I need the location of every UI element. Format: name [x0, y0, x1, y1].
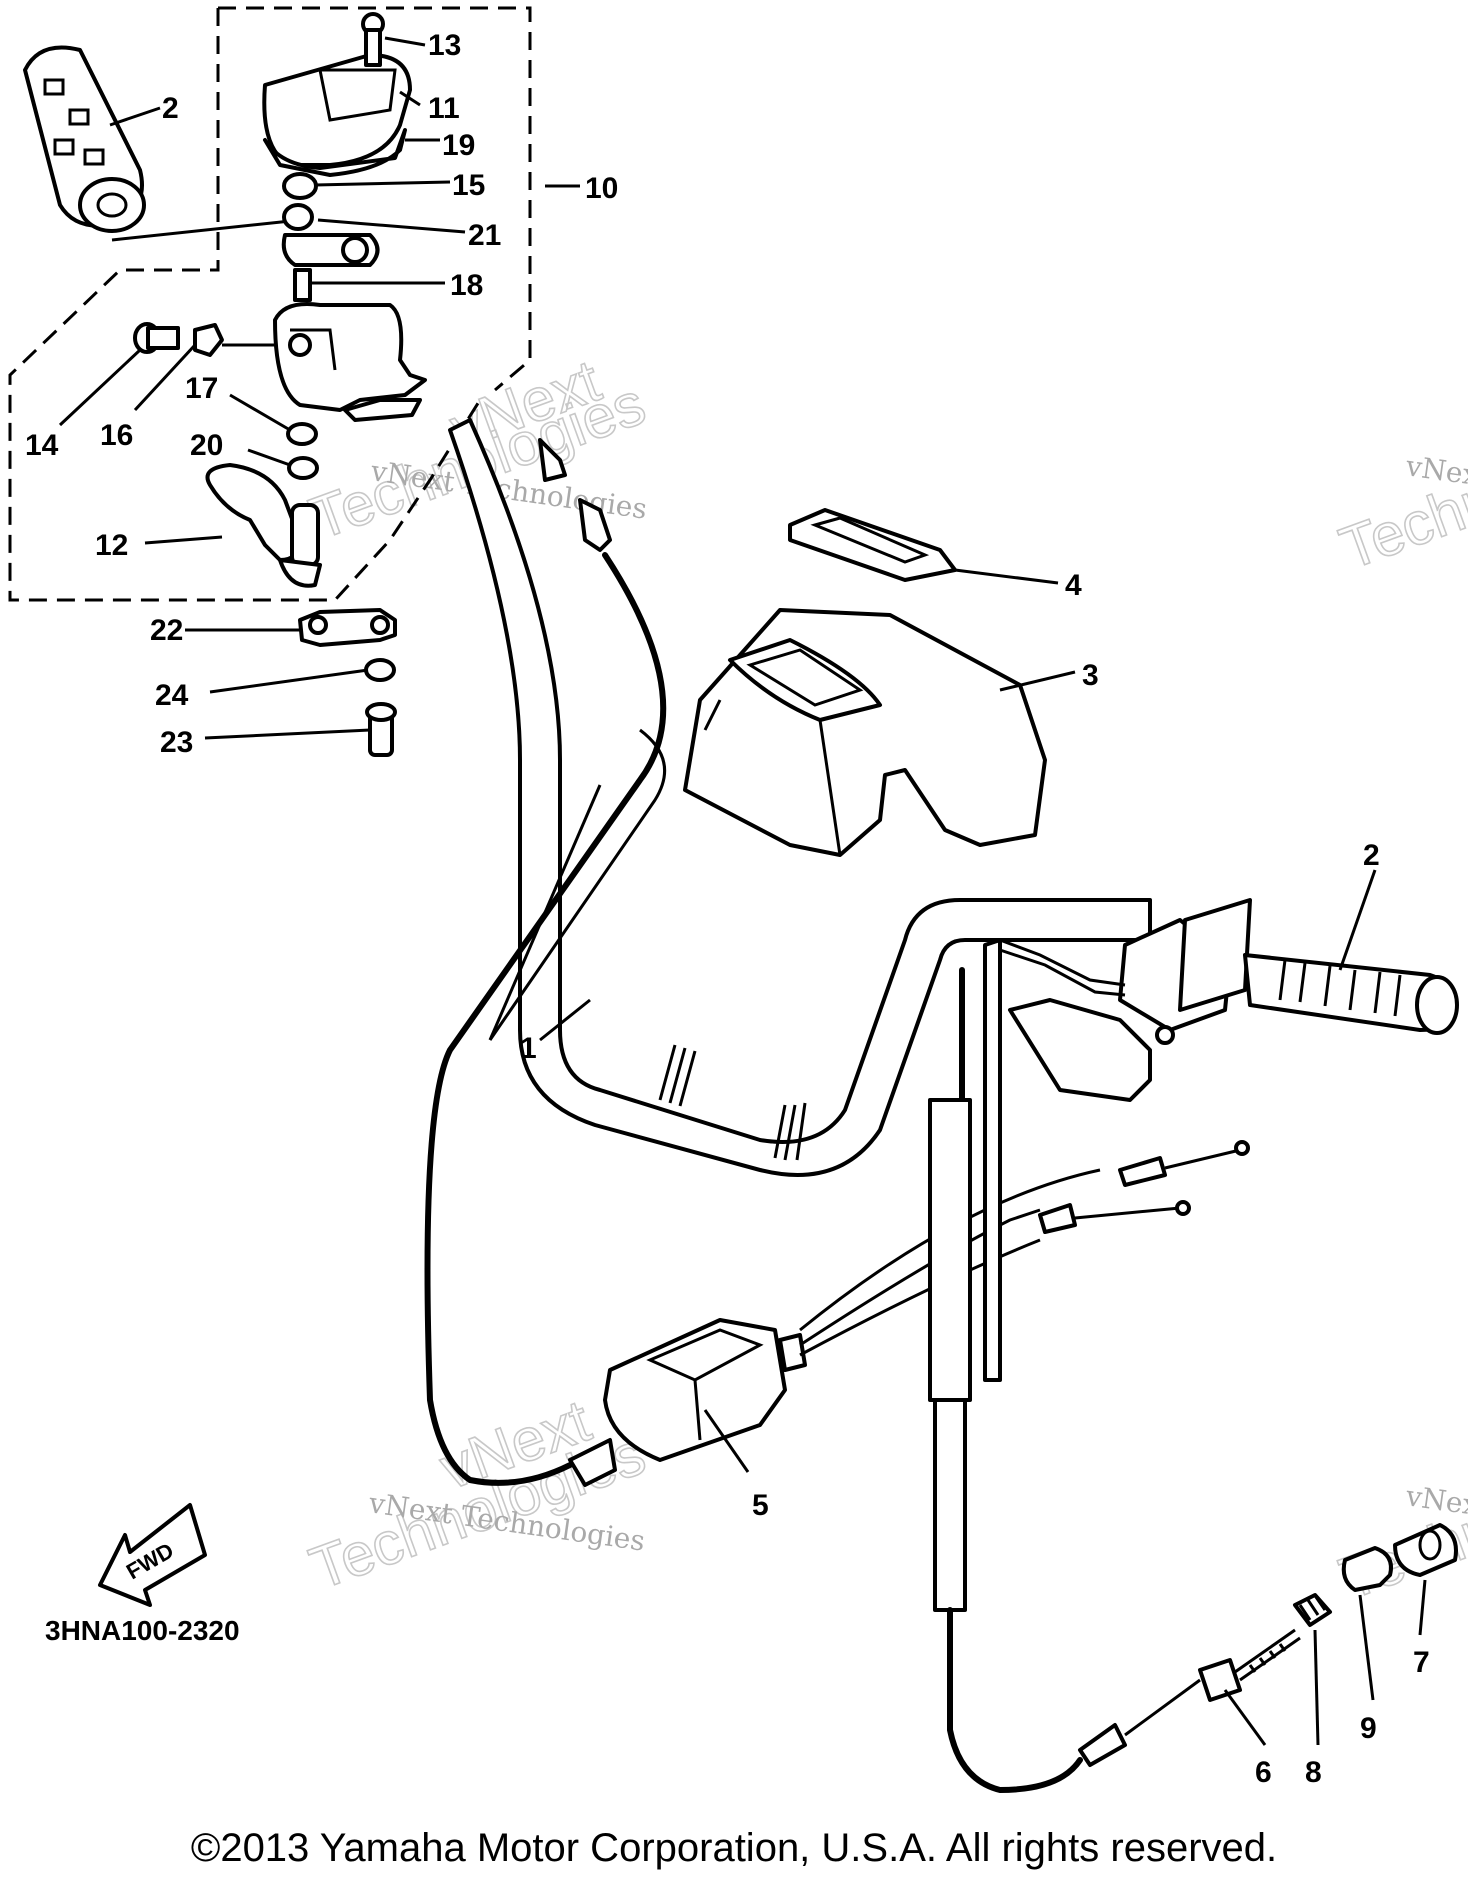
callout-15: 15 — [452, 169, 485, 202]
callout-17: 17 — [185, 372, 218, 405]
callout-14: 14 — [25, 429, 59, 462]
screw-13 — [361, 12, 385, 67]
callout-16: 16 — [100, 419, 133, 452]
callout-1: 1 — [520, 1032, 537, 1065]
callout-22: 22 — [150, 614, 183, 647]
cap-7 — [1393, 1523, 1458, 1577]
callout-23: 23 — [160, 726, 193, 759]
bolt-14-16 — [133, 322, 275, 357]
washer-stack — [281, 172, 380, 302]
callout-19: 19 — [442, 129, 475, 162]
meter-cover — [683, 608, 1047, 857]
callout-9: 9 — [1360, 1712, 1377, 1745]
callout-2-left: 2 — [162, 92, 179, 125]
callout-24: 24 — [155, 679, 189, 712]
callout-12: 12 — [95, 529, 128, 562]
callout-8: 8 — [1305, 1756, 1322, 1789]
copyright-notice: ©2013 Yamaha Motor Corporation, U.S.A. A… — [190, 1826, 1278, 1870]
adjuster-6 — [1198, 1628, 1301, 1702]
left-grip — [23, 45, 301, 242]
handlebar — [448, 418, 1152, 1177]
throttle-cable-left — [424, 438, 667, 1486]
callout-4: 4 — [1065, 569, 1082, 602]
callouts: 1 2 2 3 4 5 6 7 8 9 10 11 12 13 14 15 16… — [25, 29, 1430, 1789]
assembly-boundary — [8, 6, 532, 602]
svg-text:Technologies: Technologies — [1332, 399, 1468, 582]
throttle-cable-right — [928, 938, 1201, 1794]
callout-2-right: 2 — [1363, 839, 1380, 872]
callout-20: 20 — [190, 429, 223, 462]
callout-6: 6 — [1255, 1756, 1272, 1789]
leader-lines — [58, 36, 1427, 1746]
holder-9 — [1341, 1546, 1393, 1592]
callout-10: 10 — [585, 172, 618, 205]
spring-8 — [1293, 1593, 1332, 1627]
callout-5: 5 — [752, 1489, 769, 1522]
watermark-center-bottom: vNext Technologies vNext Technologies — [301, 1386, 655, 1603]
callout-7: 7 — [1413, 1646, 1430, 1679]
junction-box — [568, 1140, 1250, 1487]
diagram-code: 3HNA100-2320 — [45, 1615, 240, 1646]
callout-21: 21 — [468, 219, 501, 252]
right-grip — [999, 898, 1459, 1102]
lever-12 — [205, 422, 322, 588]
callout-18: 18 — [450, 269, 483, 302]
callout-13: 13 — [428, 29, 461, 62]
throttle-housing — [273, 302, 427, 422]
callout-11: 11 — [428, 92, 460, 125]
housing-cover — [262, 17, 412, 177]
callout-3: 3 — [1082, 659, 1099, 692]
fwd-arrow: FWD — [98, 1503, 207, 1607]
clamp-22-24-23 — [298, 608, 397, 757]
meter-lens — [788, 508, 957, 582]
watermark-right-top: vNext Technologies Technologies — [1331, 399, 1468, 583]
